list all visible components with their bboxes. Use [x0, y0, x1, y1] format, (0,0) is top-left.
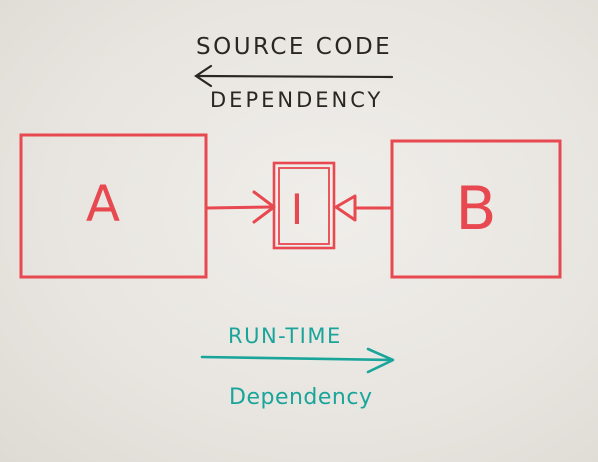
source-code-arrowhead — [194, 64, 213, 88]
source-code-arrow-shaft — [196, 74, 394, 79]
box-a: A — [19, 133, 208, 279]
box-a-outline — [19, 133, 208, 279]
interface-inner-outline — [278, 167, 330, 245]
arrow-b-to-interface — [334, 194, 394, 222]
arrow-a-shaft — [205, 205, 274, 210]
arrow-b-triangle-head — [334, 194, 357, 222]
dependency-label-top: DEPENDENCY — [210, 88, 383, 112]
run-time-label: RUN-TIME — [228, 324, 342, 348]
run-time-arrow — [200, 347, 395, 374]
arrow-a-to-interface — [205, 190, 276, 224]
run-time-arrowhead — [366, 347, 395, 374]
interface-label: I — [291, 185, 303, 234]
box-b: B — [390, 139, 562, 279]
run-time-arrow-shaft — [200, 355, 394, 362]
box-a-label: A — [86, 175, 120, 233]
interface-outer-outline — [272, 161, 336, 250]
source-code-arrow — [194, 64, 394, 88]
dependency-label-bottom: Dependency — [229, 385, 372, 410]
box-b-label: B — [455, 174, 496, 244]
interface-box: I — [272, 161, 336, 250]
source-code-label: SOURCE CODE — [196, 34, 392, 60]
box-b-outline — [390, 139, 562, 279]
